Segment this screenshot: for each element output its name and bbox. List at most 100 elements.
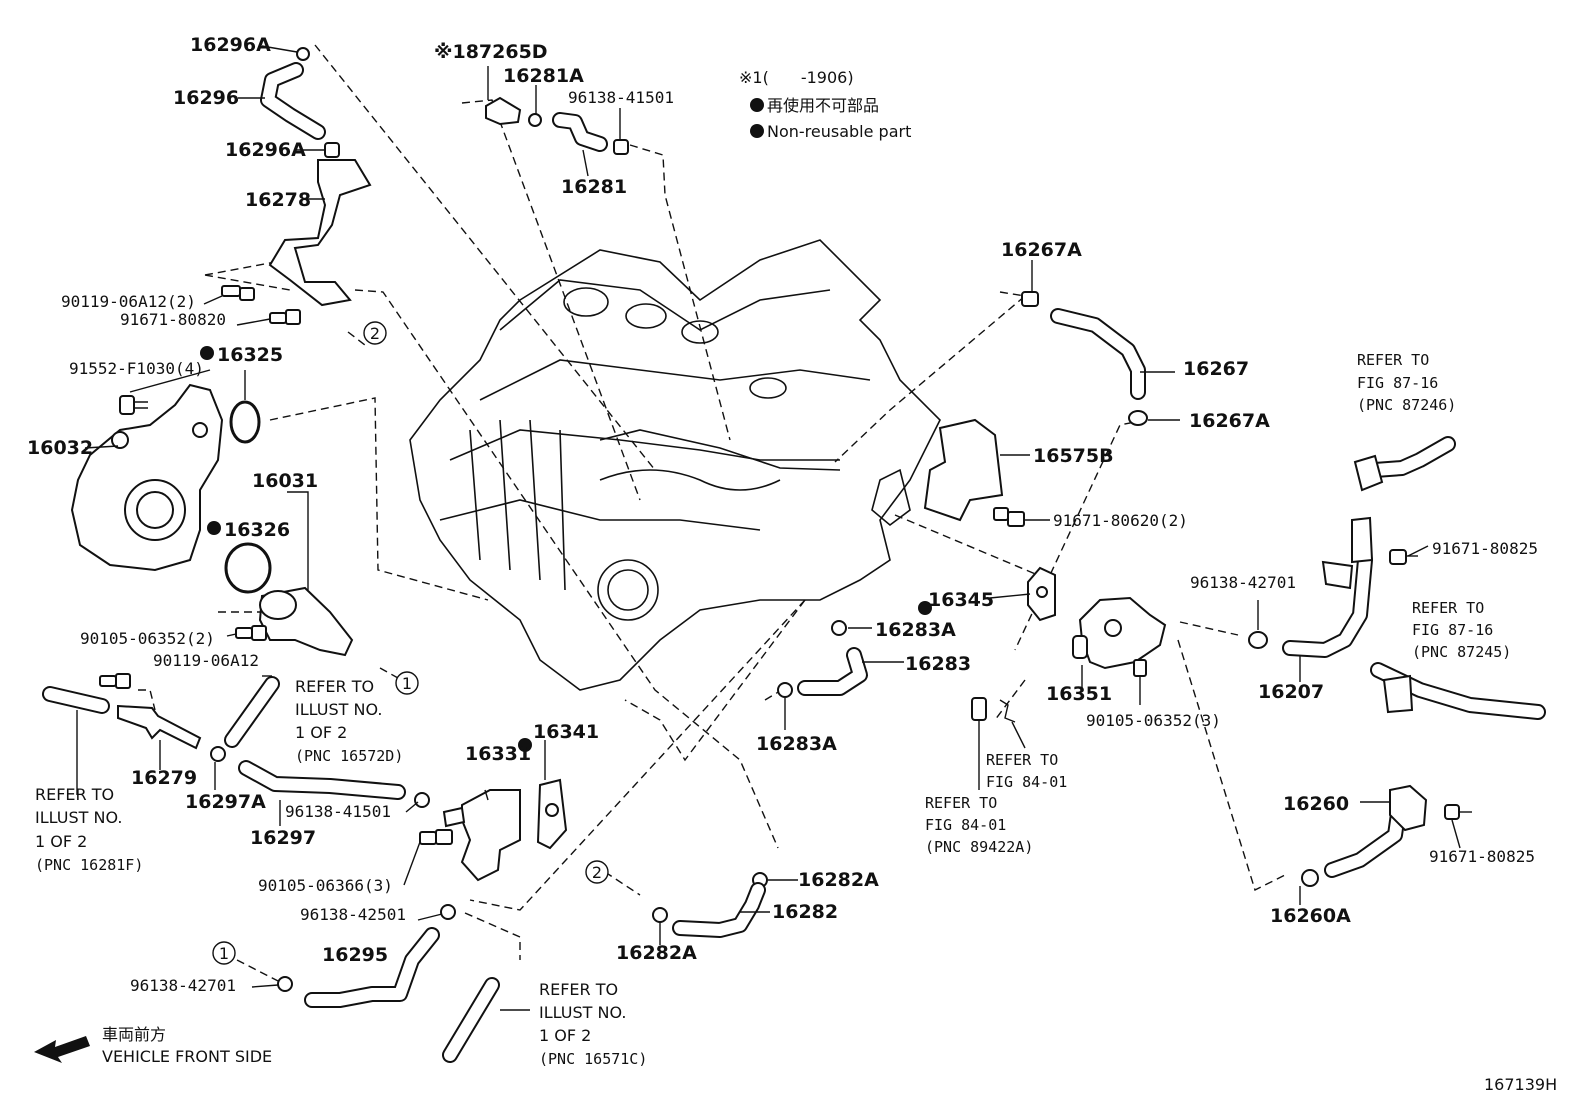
pipe-16260 [1324,784,1428,878]
svg-text:1: 1 [219,944,229,963]
label-16267A-top: 16267A [1001,239,1082,261]
dashed-guide-lines [138,44,1286,983]
label-16345: 16345 [928,589,994,611]
label-16297A: 16297A [185,791,266,813]
clamp-16267A-top [1021,291,1039,307]
label-16267: 16267 [1183,358,1249,380]
label-16283A-top: 16283A [875,619,956,641]
bolt-91671-80620 [993,507,1025,527]
label-16325: 16325 [217,344,283,366]
hose-16267 [1050,308,1146,400]
svg-text:(PNC 87246): (PNC 87246) [1357,396,1456,414]
clamp-96138-41501-top [613,139,629,155]
hose-87245 [1370,662,1546,720]
clamp-16297A [210,746,226,762]
svg-text:ILLUST NO.: ILLUST NO. [539,1003,626,1022]
label-90119-06A12-2: 90119-06A12(2) [61,292,196,311]
label-16295: 16295 [322,944,388,966]
bracket-16575B [923,418,1004,522]
label-16296A-bottom: 16296A [225,139,306,161]
label-16207: 16207 [1258,681,1324,703]
label-16297: 16297 [250,827,316,849]
svg-text:REFER TO: REFER TO [986,751,1058,769]
svg-text:(PNC 16572D): (PNC 16572D) [295,747,403,765]
label-96138-42701-right: 96138-42701 [1190,573,1296,592]
svg-text:2: 2 [592,863,602,882]
svg-text:FIG 87-16: FIG 87-16 [1412,621,1493,639]
leader-lines [76,45,1461,1011]
label-90105-06366-3: 90105-06366(3) [258,876,393,895]
legend-english: Non-reusable part [767,122,911,141]
label-91671-80620: 91671-80620(2) [1053,511,1188,530]
hose-16281F-stub [42,686,110,714]
bolt-90105-06366-3 [419,829,453,845]
hose-16297 [238,760,406,800]
circle-ref-2-bottom: 2 [585,860,609,884]
label-96138-42501: 96138-42501 [300,905,406,924]
svg-text:2: 2 [370,324,380,343]
water-pump-16032 [70,383,224,572]
refer-note-87246: REFER TO FIG 87-16 (PNC 87246) [1357,351,1456,414]
label-16282A-bottom: 16282A [616,942,697,964]
vehicle-front-arrow-icon [34,1036,90,1063]
label-96138-42701-left: 96138-42701 [130,976,236,995]
front-side-english: VEHICLE FRONT SIDE [102,1047,272,1066]
hose-16295 [304,927,440,1008]
svg-text:1 OF 2: 1 OF 2 [35,832,87,851]
hose-87246 [1353,436,1456,492]
label-91671-80825-top: 91671-80825 [1432,539,1538,558]
label-90105-06352-2: 90105-06352(2) [80,629,215,648]
clamp-16281A [528,113,542,127]
svg-text:REFER TO: REFER TO [35,785,114,804]
svg-text:REFER TO: REFER TO [925,794,997,812]
label-16575B: 16575B [1033,445,1114,467]
label-16279: 16279 [131,767,197,789]
legend-japanese: 再使用不可部品 [767,96,879,115]
label-16282: 16282 [772,901,838,923]
circle-ref-1-bottom: 1 [212,941,236,965]
refer-note-89422A: REFER TO FIG 84-01 (PNC 89422A) [925,794,1033,856]
clamp-16283A-bottom [777,682,793,698]
clamp-16296A-top [296,47,310,61]
bolt-91671-80820 [269,309,301,325]
label-16278: 16278 [245,189,311,211]
refer-note-87245: REFER TO FIG 87-16 (PNC 87245) [1412,599,1511,661]
gasket-16325 [229,400,261,444]
label-91671-80825-bottom: 91671-80825 [1429,847,1535,866]
label-16296A-top: 16296A [190,34,271,56]
svg-text:ILLUST NO.: ILLUST NO. [295,700,382,719]
gasket-16326 [224,542,272,594]
model-note: ※1( -1906) [739,68,854,87]
svg-text:REFER TO: REFER TO [539,980,618,999]
label-16031: 16031 [252,470,318,492]
clamp-16260A [1301,869,1319,887]
hose-16296 [260,62,326,140]
hose-16572D-stub [224,676,280,748]
svg-text:FIG 87-16: FIG 87-16 [1357,374,1438,392]
label-16260: 16260 [1283,793,1349,815]
refer-note-fig-84-01: REFER TO FIG 84-01 [986,751,1067,791]
front-side-japanese: 車両前方 [102,1025,166,1044]
bolt-90105-06352-2 [235,625,267,641]
gasket-16341 [536,778,568,850]
header-note: ※1( -1906) 再使用不可部品 Non-reusable part [739,68,911,141]
bolt-91671-80825-top [1389,549,1418,565]
hose-16283 [797,647,868,696]
svg-text:FIG 84-01: FIG 84-01 [986,773,1067,791]
svg-text:REFER TO: REFER TO [295,677,374,696]
label-16283A-bottom: 16283A [756,733,837,755]
label-16326: 16326 [224,519,290,541]
label-16331: 16331 [465,743,531,765]
label-16281: 16281 [561,176,627,198]
refer-note-16281F: REFER TO ILLUST NO. 1 OF 2 (PNC 16281F) [35,785,143,874]
label-16267A-bottom: 16267A [1189,410,1270,432]
label-16281A: 16281A [503,65,584,87]
bolt-90119-06A12 [99,673,131,689]
bolt-91671-80825-bottom [1444,804,1472,820]
svg-text:REFER TO: REFER TO [1412,599,1484,617]
svg-text:(PNC 16571C): (PNC 16571C) [539,1050,647,1068]
label-91552-F1030: 91552-F1030(4) [69,359,204,378]
svg-text:1: 1 [402,674,412,693]
label-16283: 16283 [905,653,971,675]
